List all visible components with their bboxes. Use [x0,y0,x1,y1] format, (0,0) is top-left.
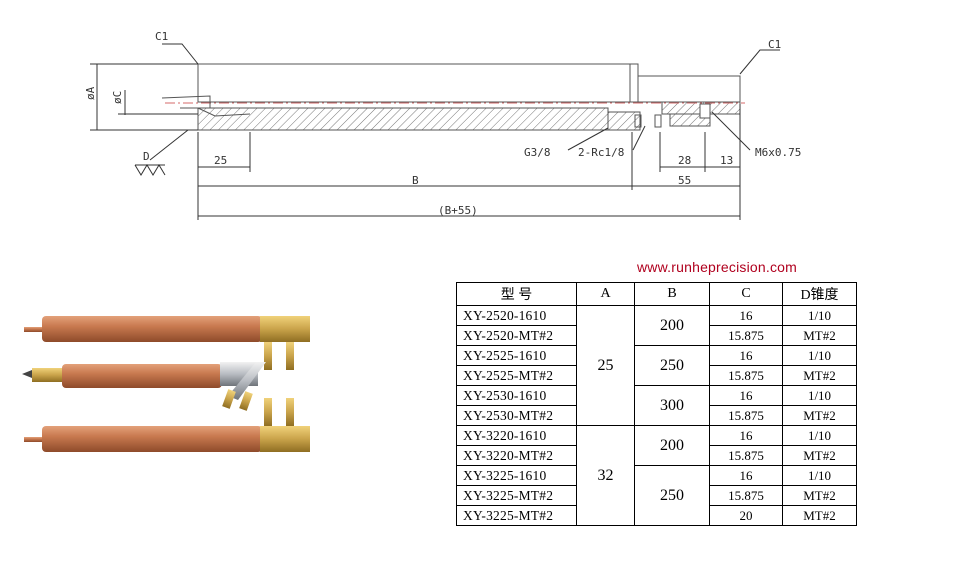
table-row: XY-2530-1610 300 16 1/10 [456,385,857,426]
cell-c: 15.875 [709,445,783,466]
dim-28: 28 [678,154,691,167]
cell-model: XY-2530-MT#2 [456,405,577,426]
cell-d: 1/10 [782,465,857,486]
label-c1-left: C1 [155,30,168,43]
cell-d: MT#2 [782,485,857,506]
website-url[interactable]: www.runheprecision.com [637,259,798,275]
label-dia-c: øC [111,91,124,104]
cell-model: XY-3220-MT#2 [456,445,577,466]
label-g38: G3/8 [524,146,551,159]
surface-finish-icon [134,164,166,176]
leader-lines [149,43,780,161]
table-header: 型 号 A B C D锥度 [456,282,857,306]
label-c1-right: C1 [768,38,781,51]
table-row: XY-3225-1610 250 16 1/10 [456,465,857,526]
cell-b: 200 [634,425,710,466]
table-row: XY-3225-MT#2 15.875 MT#2 [456,485,857,506]
cell-d: MT#2 [782,505,857,526]
header-c: C [709,282,783,306]
dim-b: B [412,174,419,187]
cell-d: MT#2 [782,445,857,466]
dim-b-55: (B+55) [438,204,478,217]
cell-d: 1/10 [782,305,857,326]
cell-model: XY-3220-1610 [456,425,577,446]
cell-d: 1/10 [782,385,857,406]
cell-c: 20 [709,505,783,526]
cell-model: XY-3225-MT#2 [456,485,577,506]
cell-c: 15.875 [709,485,783,506]
cell-model: XY-3225-MT#2 [456,505,577,526]
cell-d: 1/10 [782,345,857,366]
cell-b: 300 [634,385,710,426]
cell-d: MT#2 [782,325,857,346]
table-row: XY-3220-1610 32 200 16 1/10 [456,425,857,526]
cell-c: 15.875 [709,325,783,346]
cell-model: XY-2525-MT#2 [456,365,577,386]
table-row: XY-2520-1610 25 200 16 1/10 [456,305,857,426]
cell-model: XY-2520-MT#2 [456,325,577,346]
label-d: D [143,150,150,163]
cell-c: 16 [709,385,783,406]
holder-body [161,63,745,131]
cell-c: 16 [709,345,783,366]
label-dia-a: øA [84,86,97,100]
cell-c: 16 [709,425,783,446]
electrode-holder-3 [24,398,310,452]
table-row: XY-3225-MT#2 20 MT#2 [456,505,857,526]
cell-b: 250 [634,345,710,386]
cell-b: 250 [634,465,710,526]
cell-model: XY-2525-1610 [456,345,577,366]
cell-d: MT#2 [782,405,857,426]
cell-model: XY-2520-1610 [456,305,577,326]
cell-a: 25 [576,305,635,426]
cell-model: XY-2530-1610 [456,385,577,406]
technical-drawing: C1 C1 øA øC D G3/8 2-Rc1/8 M6x0.75 25 28… [84,30,801,220]
header-a: A [576,282,635,306]
cell-d: 1/10 [782,425,857,446]
cell-model: XY-3225-1610 [456,465,577,486]
cell-c: 15.875 [709,365,783,386]
label-rc18: 2-Rc1/8 [578,146,624,159]
cell-b: 200 [634,305,710,346]
table-row: XY-2530-MT#2 15.875 MT#2 [456,405,857,426]
electrode-holder-2 [22,362,266,411]
product-photo [22,316,310,452]
header-d: D锥度 [782,282,857,306]
cell-d: MT#2 [782,365,857,386]
table-row: XY-2525-1610 250 16 1/10 [456,345,857,386]
header-b: B [634,282,710,306]
label-m6: M6x0.75 [755,146,801,159]
electrode-holder-1 [24,316,310,370]
dim-13: 13 [720,154,733,167]
cell-c: 16 [709,465,783,486]
dimension-lines [90,63,741,220]
cell-a: 32 [576,425,635,526]
cell-c: 15.875 [709,405,783,426]
dim-55: 55 [678,174,691,187]
header-model: 型 号 [456,282,577,306]
cell-c: 16 [709,305,783,326]
spec-table: 型 号 A B C D锥度 XY-2520-1610 25 200 16 1/1… [456,282,857,526]
table-row: XY-2525-MT#2 15.875 MT#2 [456,365,857,386]
dim-25: 25 [214,154,227,167]
